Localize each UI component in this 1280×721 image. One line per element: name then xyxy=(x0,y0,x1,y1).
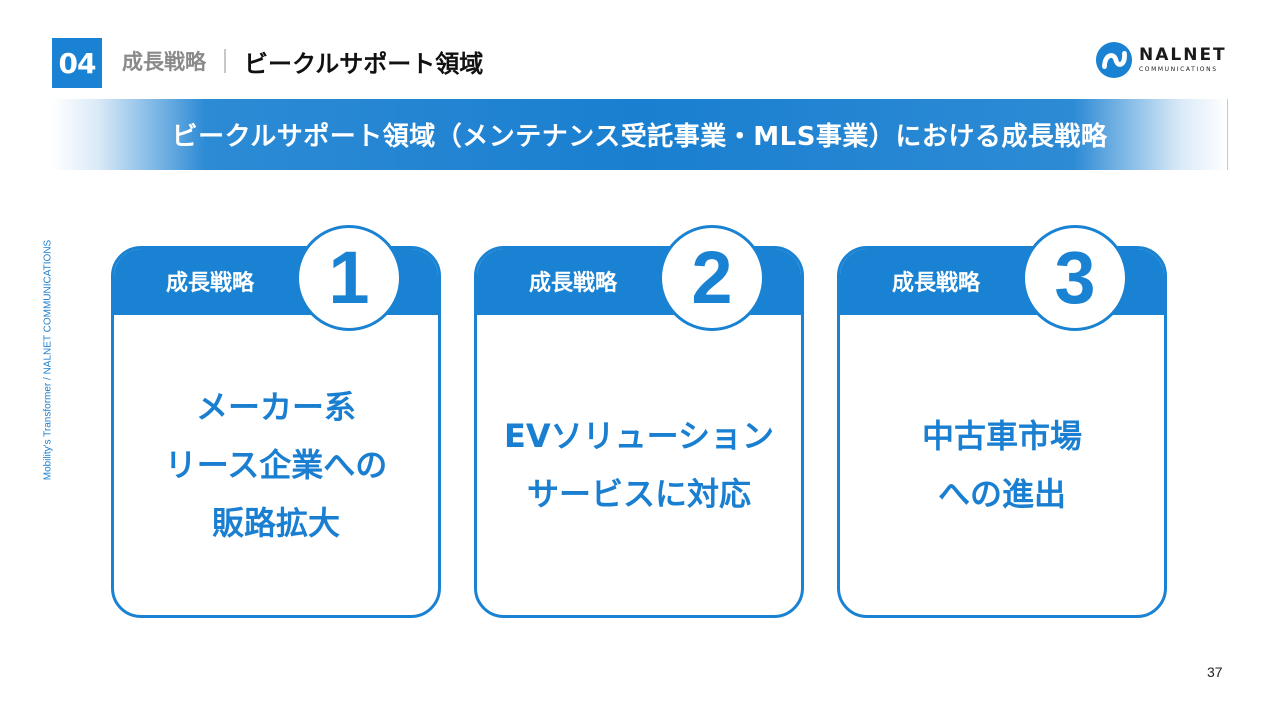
card-text-line: リース企業への xyxy=(164,446,388,484)
page-title: ビークルサポート領域 xyxy=(244,49,484,78)
card-label: 成長戦略 xyxy=(529,271,618,296)
company-logo: NALNET COMMUNICATIONS xyxy=(1095,40,1227,80)
card-body: 中古車市場 への進出 xyxy=(840,315,1164,615)
card-text-line: サービスに対応 xyxy=(526,475,751,513)
breadcrumb-parent: 成長戦略 xyxy=(122,50,206,74)
breadcrumb-separator xyxy=(224,49,226,73)
strategy-card-3: 成長戦略 3 中古車市場 への進出 xyxy=(837,225,1167,618)
strategy-card-1: 成長戦略 1 メーカー系 リース企業への 販路拡大 xyxy=(111,225,441,618)
strategy-card-2: 成長戦略 2 EVソリューション サービスに対応 xyxy=(474,225,804,618)
card-text-line: メーカー系 xyxy=(195,388,356,426)
breadcrumb: 成長戦略 ビークルサポート領域 xyxy=(122,44,483,78)
section-number-badge: 04 xyxy=(52,38,102,88)
card-number: 1 xyxy=(296,225,402,331)
card-text-line: 中古車市場 xyxy=(921,417,1082,455)
logo-text: NALNET COMMUNICATIONS xyxy=(1139,47,1227,73)
logo-subtitle: COMMUNICATIONS xyxy=(1139,66,1218,73)
card-number: 3 xyxy=(1022,225,1128,331)
banner-divider xyxy=(1227,99,1228,170)
card-number: 2 xyxy=(659,225,765,331)
card-body: メーカー系 リース企業への 販路拡大 xyxy=(114,315,438,615)
card-label: 成長戦略 xyxy=(166,271,255,296)
card-text-line: 販路拡大 xyxy=(211,504,340,542)
title-banner: ビークルサポート領域（メンテナンス受託事業・MLS事業）における成長戦略 xyxy=(52,99,1227,170)
banner-title: ビークルサポート領域（メンテナンス受託事業・MLS事業）における成長戦略 xyxy=(171,122,1108,152)
logo-name: NALNET xyxy=(1139,45,1227,65)
card-text-line: への進出 xyxy=(937,475,1066,513)
card-label: 成長戦略 xyxy=(892,271,981,296)
card-text-line: EVソリューション xyxy=(504,417,774,455)
nalnet-logo-icon xyxy=(1095,41,1133,79)
card-body: EVソリューション サービスに対応 xyxy=(477,315,801,615)
side-tagline: Mobility's Transformer / NALNET COMMUNIC… xyxy=(42,239,54,481)
page-number: 37 xyxy=(1207,664,1223,680)
